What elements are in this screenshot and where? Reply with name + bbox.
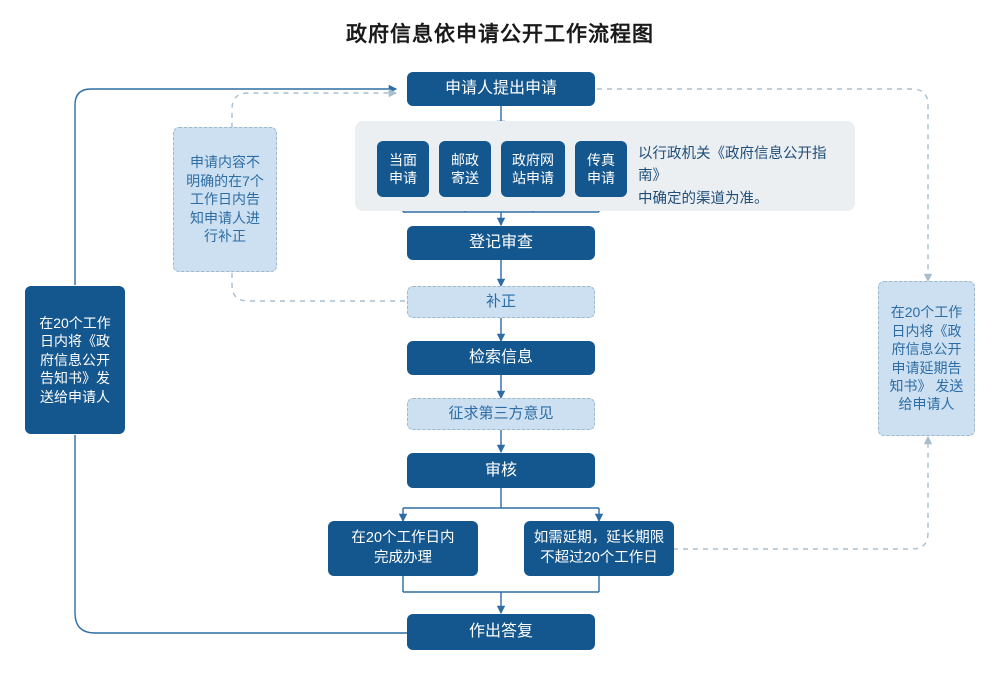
node-apply[interactable]: 申请人提出申请 <box>407 72 595 106</box>
node-audit[interactable]: 审核 <box>407 453 595 488</box>
node-right-notice[interactable]: 在20个工作 日内将《政 府信息公开 申请延期告 知书》 发送 给申请人 <box>878 281 975 436</box>
node-channel-in-person[interactable]: 当面 申请 <box>377 141 429 197</box>
node-channel-website[interactable]: 政府网 站申请 <box>501 141 565 197</box>
node-channel-postal[interactable]: 邮政 寄送 <box>439 141 491 197</box>
node-channel-fax[interactable]: 传真 申请 <box>575 141 627 197</box>
page-title: 政府信息依申请公开工作流程图 <box>346 23 654 46</box>
node-third-party-opinion[interactable]: 征求第三方意见 <box>407 398 595 430</box>
node-register-review[interactable]: 登记审查 <box>407 226 595 260</box>
channel-note: 以行政机关《政府信息公开指南》 中确定的渠道为准。 <box>638 146 827 207</box>
node-unclear-supplement-note[interactable]: 申请内容不 明确的在7个 工作日内告 知申请人进 行补正 <box>173 127 277 272</box>
node-reply[interactable]: 作出答复 <box>407 614 595 650</box>
node-supplement[interactable]: 补正 <box>407 286 595 318</box>
node-search-info[interactable]: 检索信息 <box>407 341 595 375</box>
node-extension[interactable]: 如需延期，延长期限 不超过20个工作日 <box>524 521 674 576</box>
node-left-notice[interactable]: 在20个工作 日内将《政 府信息公开 告知书》发 送给申请人 <box>25 286 125 434</box>
node-finish-within-20-days[interactable]: 在20个工作日内 完成办理 <box>328 521 478 576</box>
